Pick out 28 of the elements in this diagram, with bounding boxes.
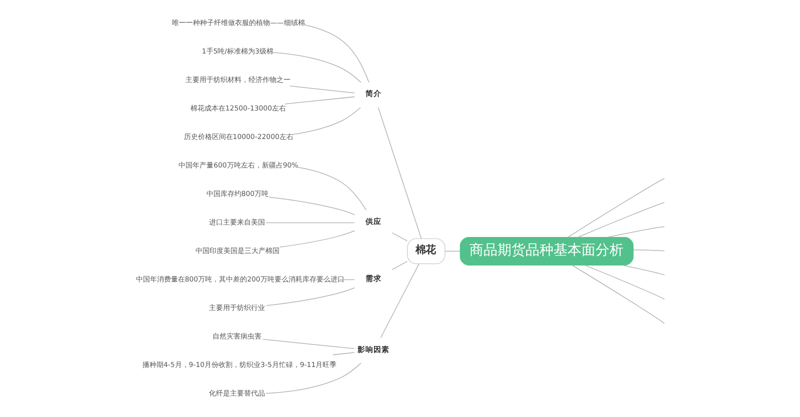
connector	[577, 202, 664, 238]
node-box: 棉花	[406, 238, 445, 264]
connector	[584, 264, 664, 300]
connector	[621, 264, 664, 276]
connector	[606, 226, 664, 238]
connector	[632, 249, 664, 252]
connector	[272, 52, 361, 83]
connector	[567, 178, 664, 238]
connector	[289, 86, 354, 94]
connector	[332, 352, 354, 356]
node-box: 商品期货品种基本面分析	[459, 236, 634, 266]
connector	[278, 230, 355, 248]
connector	[391, 232, 408, 242]
connector	[444, 250, 460, 252]
connector	[377, 107, 422, 240]
connector	[265, 222, 354, 224]
connector	[380, 263, 419, 338]
connector	[265, 287, 355, 306]
connector	[265, 362, 361, 394]
connector	[262, 338, 354, 350]
connector	[338, 279, 354, 280]
connector	[391, 260, 408, 270]
connector	[571, 264, 664, 324]
connector	[268, 196, 355, 216]
connector	[296, 166, 366, 211]
connector	[284, 96, 354, 104]
connector	[290, 107, 360, 135]
connector	[302, 24, 369, 83]
